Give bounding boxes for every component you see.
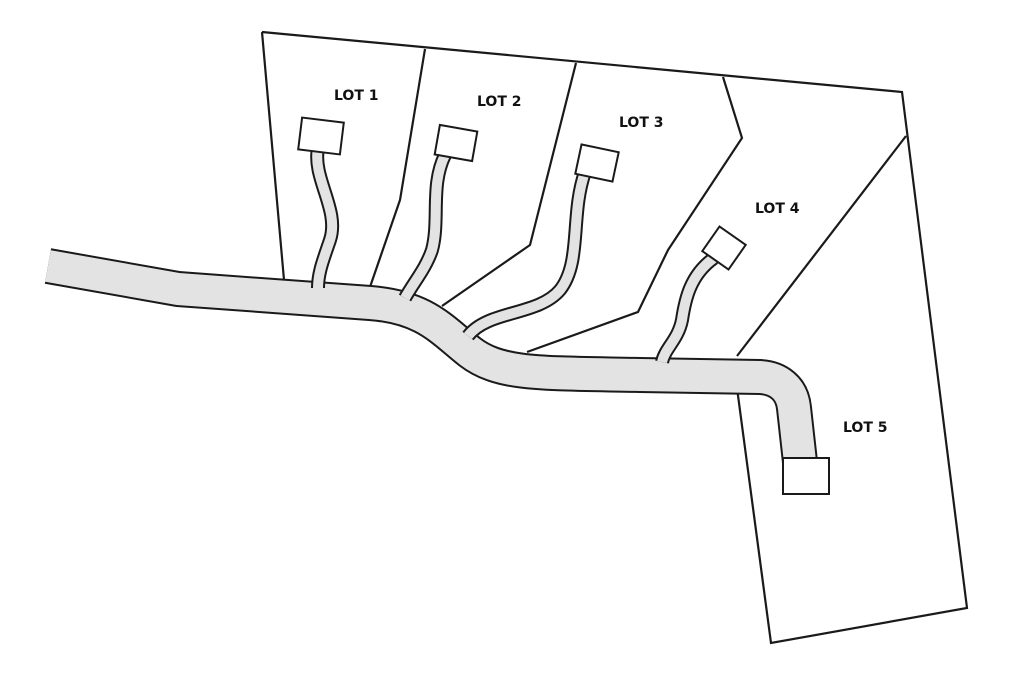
lot-4-label: LOT 4 — [755, 201, 800, 217]
lot-3-label: LOT 3 — [619, 115, 664, 131]
lot-1-label: LOT 1 — [334, 88, 379, 104]
property-boundary — [260, 30, 969, 645]
lot-2-label: LOT 2 — [477, 94, 522, 110]
house-lot-3 — [574, 143, 620, 183]
main-road — [44, 248, 818, 464]
main-road-surface — [45, 250, 816, 464]
house-lot-5 — [782, 457, 830, 495]
lot-line-4-5 — [736, 135, 907, 357]
lot-line-3-4 — [526, 76, 744, 354]
driveway-lot-4 — [657, 253, 718, 364]
driveway-lot-3 — [464, 170, 590, 340]
house-lot-1 — [297, 116, 345, 156]
lot-5-label: LOT 5 — [843, 420, 888, 436]
driveway-lot-2 — [400, 152, 450, 301]
lot-line-1-2 — [368, 48, 427, 288]
house-lot-2 — [433, 123, 479, 163]
driveways — [310, 146, 719, 365]
house-lot-4 — [700, 225, 748, 271]
driveway-lot-1 — [312, 147, 338, 289]
lot-line-2-3 — [441, 62, 578, 307]
